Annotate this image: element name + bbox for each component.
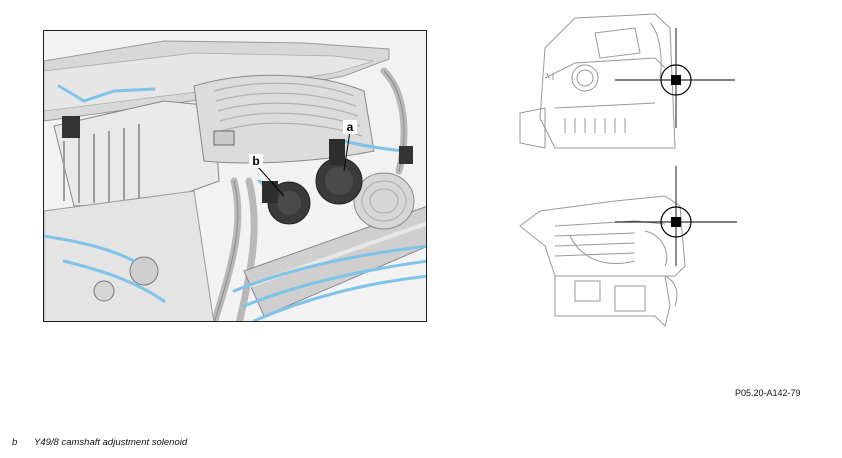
crosshair-square-icon	[671, 217, 681, 227]
legend-item-b: b Y49/8 camshaft adjustment solenoid	[12, 437, 187, 448]
callout-a: a	[347, 120, 354, 134]
locator-top-view	[515, 8, 740, 158]
legend-text: Y49/8 camshaft adjustment solenoid	[34, 437, 188, 448]
solenoid-b	[262, 181, 311, 225]
engine-bay-illustration: a b	[43, 30, 427, 322]
figure-reference-code: P05.20-A142-79	[735, 388, 801, 398]
solenoid-a	[315, 139, 363, 205]
locator-side-view	[515, 166, 740, 336]
crosshair-square-icon	[671, 75, 681, 85]
callout-b: b	[252, 154, 259, 168]
engine-drawing: a b	[44, 31, 426, 321]
legend-key: b	[12, 437, 18, 448]
